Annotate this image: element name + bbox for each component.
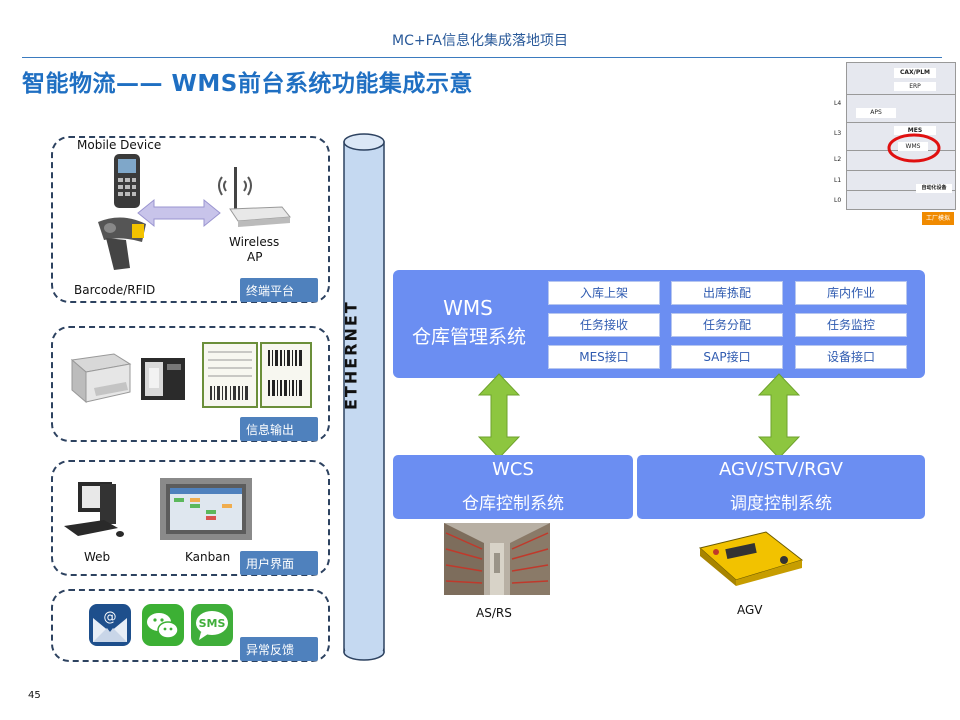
email-icon: @ — [89, 604, 131, 646]
web-label: Web — [84, 550, 111, 564]
group-user-interface — [51, 460, 330, 576]
double-arrow-icon — [137, 198, 221, 228]
mini-factory-button[interactable]: 工厂模拟 — [922, 212, 954, 225]
agv-vehicle-image — [698, 531, 804, 586]
mini-level-l2: L2 — [834, 156, 842, 163]
label-printer-icon — [141, 358, 185, 400]
agv-subtitle: 调度控制系统 — [730, 494, 832, 514]
mini-box-erp: ERP — [894, 82, 936, 91]
agv-caption: AGV — [737, 603, 763, 617]
mini-level-l0: L0 — [834, 197, 842, 204]
ap-label: AP — [247, 250, 263, 264]
wms-function-device-interface: 设备接口 — [795, 345, 907, 369]
group-exception-feedback — [51, 589, 330, 662]
mini-box-cax: CAX/PLM — [894, 68, 936, 78]
wms-function-sap-interface: SAP接口 — [671, 345, 783, 369]
shipping-label-icon — [202, 342, 258, 408]
agv-system-block: AGV/STV/RGV 调度控制系统 — [637, 455, 925, 519]
group-terminal-platform — [51, 136, 330, 303]
computer-icon — [64, 482, 124, 537]
mini-box-mes: MES — [894, 126, 936, 135]
wms-agv-arrow — [758, 373, 800, 459]
wcs-system-block: WCS 仓库控制系统 — [393, 455, 633, 519]
tag-user-interface: 用户界面 — [240, 551, 318, 575]
mini-level-l4: L4 — [834, 100, 842, 107]
wechat-icon — [142, 604, 184, 646]
asrs-warehouse-image — [444, 523, 550, 595]
header-divider — [22, 57, 942, 58]
asrs-caption: AS/RS — [476, 606, 512, 620]
wcs-title: WCS — [492, 459, 534, 480]
page-number: 45 — [28, 690, 41, 701]
wms-function-inbound: 入库上架 — [548, 281, 660, 305]
wms-function-task-receive: 任务接收 — [548, 313, 660, 337]
wms-wcs-arrow — [478, 373, 520, 459]
mini-level-l1: L1 — [834, 177, 842, 184]
agv-title: AGV/STV/RGV — [719, 459, 843, 480]
wcs-subtitle: 仓库控制系统 — [462, 494, 564, 514]
ethernet-bus-cylinder — [343, 133, 385, 661]
wireless-ap-icon — [218, 167, 291, 227]
mini-highlight-circle — [887, 133, 941, 163]
tag-info-output: 信息输出 — [240, 417, 318, 441]
mini-reference-diagram: L4 L3 L2 L1 L0 CAX/PLM ERP APS MES WMS 自… — [832, 62, 956, 232]
wireless-label: Wireless — [229, 235, 280, 249]
mobile-device-label: Mobile Device — [77, 138, 162, 152]
barcode-label-icon — [260, 342, 312, 408]
kanban-label: Kanban — [185, 550, 231, 564]
tag-exception-feedback: 异常反馈 — [240, 637, 318, 661]
mini-box-automation: 自动化设备 — [916, 184, 952, 193]
wms-function-mes-interface: MES接口 — [548, 345, 660, 369]
laser-printer-icon — [70, 353, 132, 404]
tag-terminal-platform: 终端平台 — [240, 278, 318, 302]
wms-function-internal: 库内作业 — [795, 281, 907, 305]
wms-function-task-monitor: 任务监控 — [795, 313, 907, 337]
header-title: MC+FA信息化集成落地项目 — [392, 33, 568, 49]
mini-box-aps: APS — [856, 108, 896, 118]
barcode-rfid-label: Barcode/RFID — [74, 283, 156, 297]
group-info-output — [51, 326, 330, 442]
wms-title: WMS — [443, 296, 493, 320]
wms-function-outbound: 出库拣配 — [671, 281, 783, 305]
sms-icon: SMS — [191, 604, 233, 646]
wms-subtitle: 仓库管理系统 — [411, 326, 526, 348]
mobile-terminal-icon — [114, 154, 140, 208]
svg-text:SMS: SMS — [199, 617, 226, 630]
barcode-scanner-icon — [98, 217, 146, 270]
page-title: 智能物流—— WMS前台系统功能集成示意 — [22, 71, 473, 97]
mini-level-l3: L3 — [834, 130, 842, 137]
mini-box-wms: WMS — [898, 142, 928, 151]
ethernet-label: ETHERNET — [342, 300, 361, 410]
wms-function-task-assign: 任务分配 — [671, 313, 783, 337]
kanban-screen-icon — [160, 478, 252, 540]
svg-text:@: @ — [104, 610, 117, 625]
